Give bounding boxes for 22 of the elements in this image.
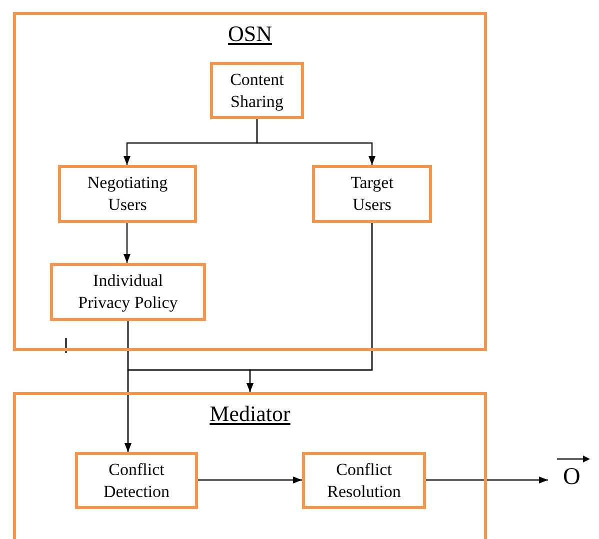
arrow <box>198 476 302 484</box>
group-title: Mediator <box>210 401 290 426</box>
output-label: O <box>563 464 580 491</box>
arrow <box>426 476 548 484</box>
box-label: Conflict Detection <box>102 458 171 502</box>
process-box <box>312 165 432 223</box>
process-box <box>58 165 197 223</box>
process-box <box>75 452 198 509</box>
group-frame <box>13 392 487 539</box>
process-box <box>302 452 426 509</box>
box-label: Content Sharing <box>229 68 285 112</box>
process-box <box>210 62 304 119</box>
group-title: OSN <box>228 21 272 46</box>
arrow <box>124 223 130 263</box>
group-frame <box>13 12 487 351</box>
arrow <box>256 119 376 165</box>
box-label: Negotiating Users <box>86 172 169 216</box>
process-box <box>50 263 206 321</box>
box-label: Individual Privacy Policy <box>77 270 179 314</box>
arrow <box>124 223 373 452</box>
box-label: Target Users <box>350 172 394 216</box>
box-label: Conflict Resolution <box>326 458 402 502</box>
